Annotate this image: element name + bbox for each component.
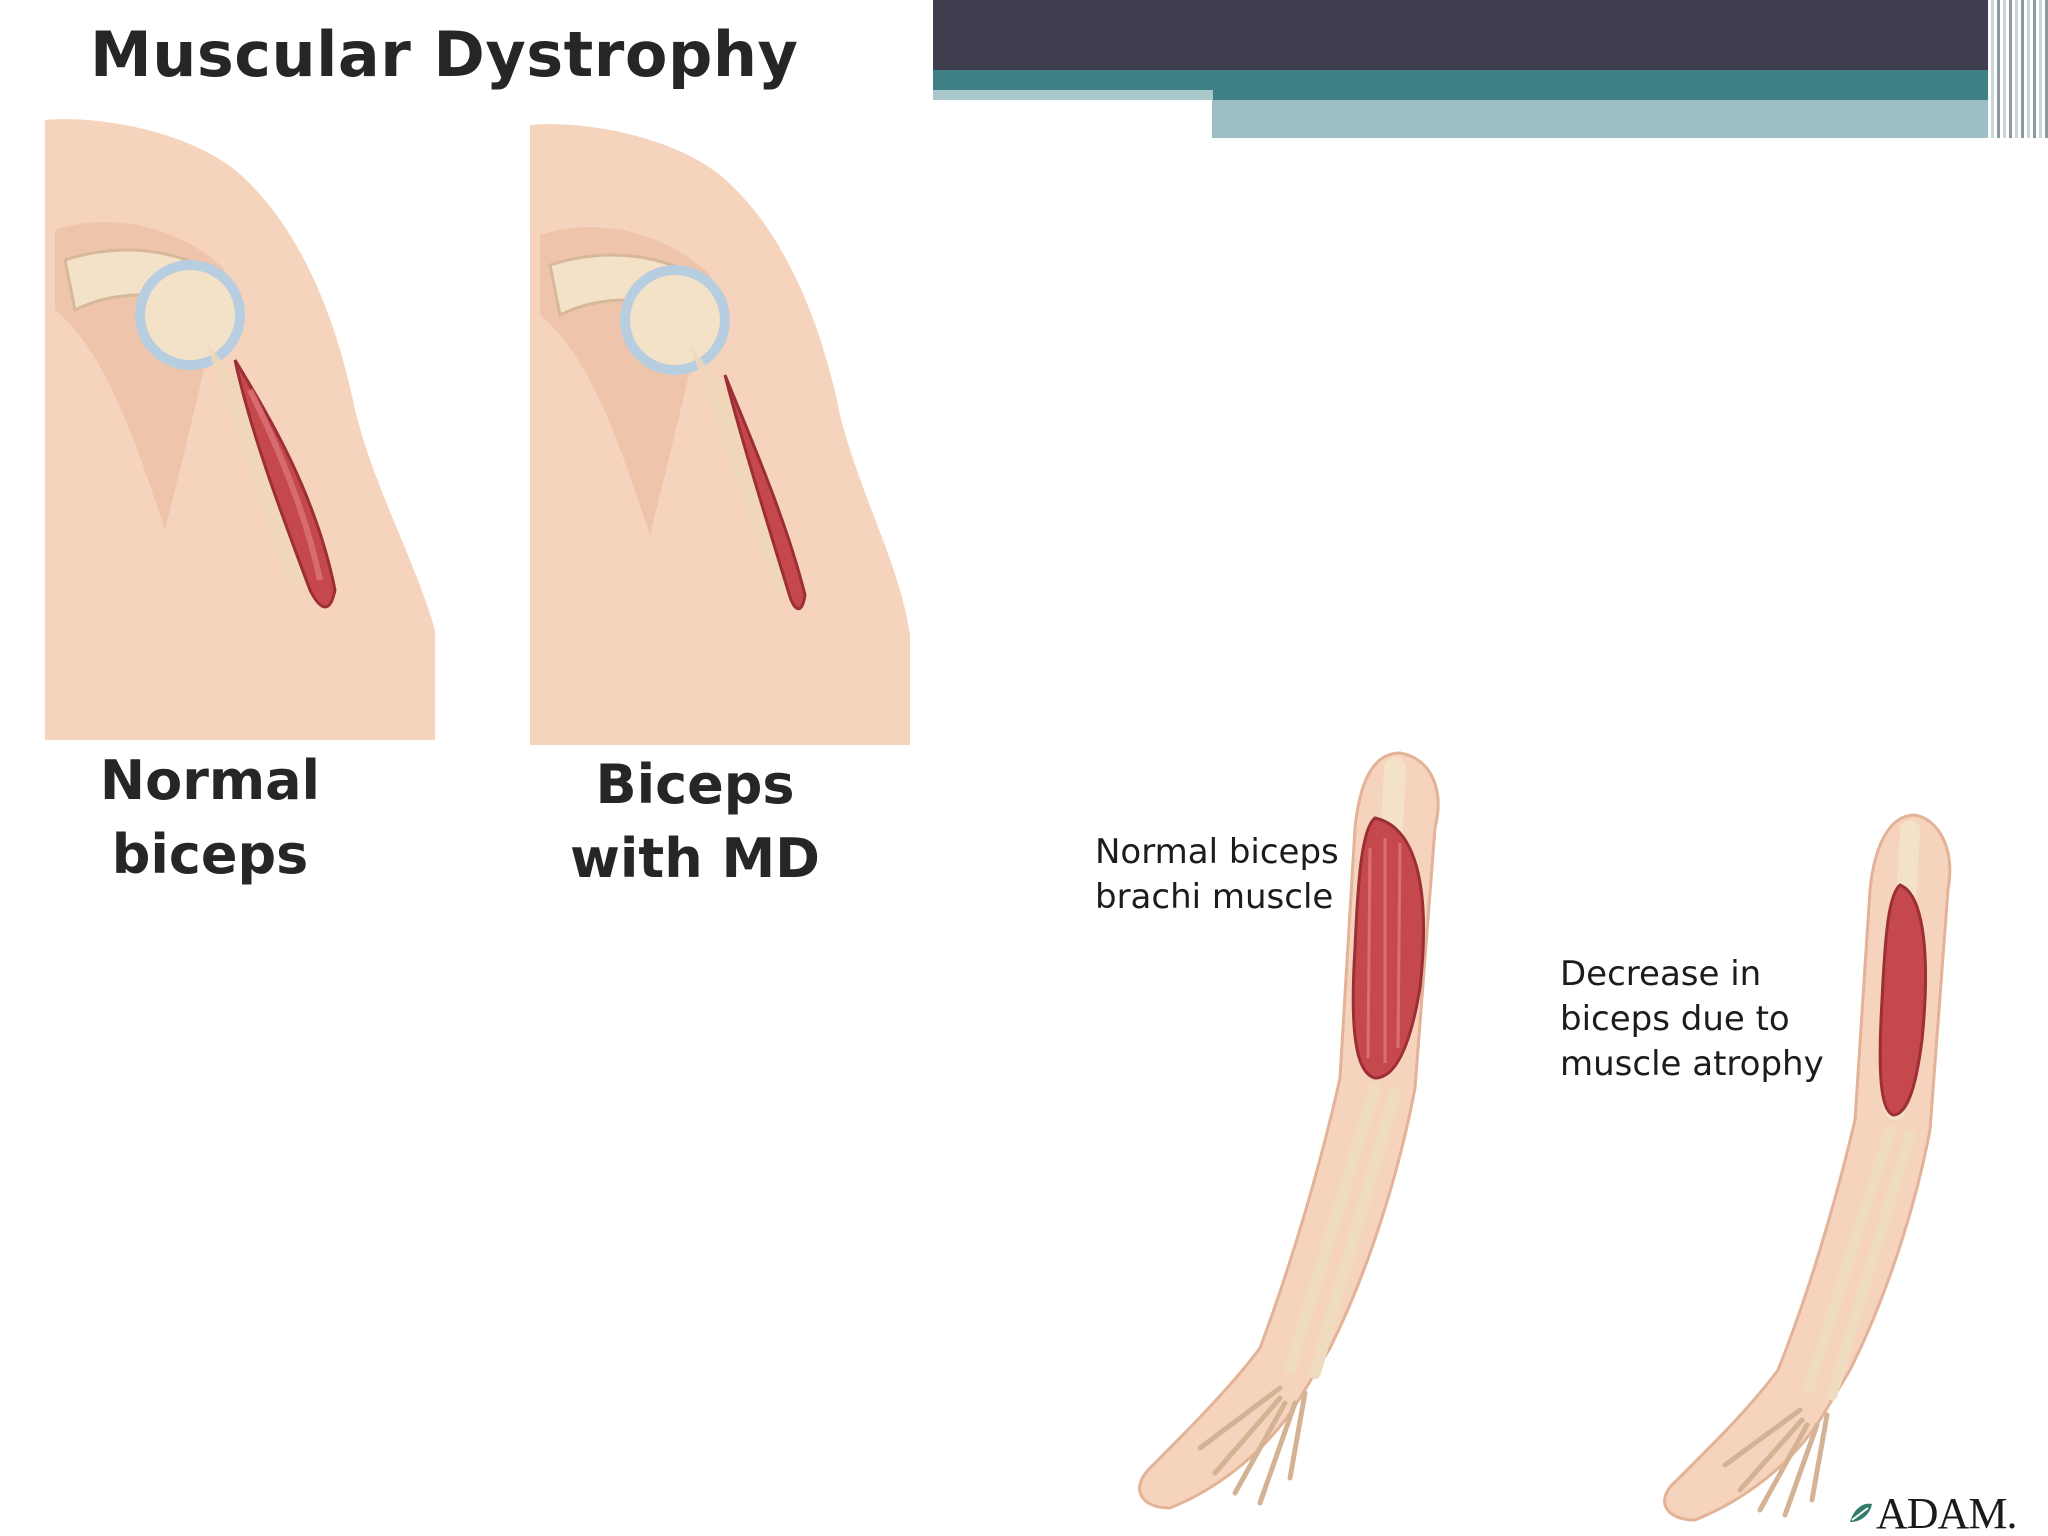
label-atrophy-line3: muscle atrophy: [1560, 1044, 1824, 1084]
caption-md-line1: Biceps: [595, 753, 795, 816]
hand-bones: [1197, 1385, 1308, 1506]
label-normal-line2: brachi muscle: [1095, 877, 1334, 917]
forearm-bones: [1284, 1082, 1401, 1379]
slide-title: Muscular Dystrophy: [90, 18, 799, 91]
hand-bones: [1722, 1407, 1830, 1518]
arm-silhouette: [530, 124, 910, 746]
adam-logo: ADAM.: [1848, 1488, 2017, 1536]
header-bar-dark: [933, 0, 2048, 70]
humerus-shaft: [690, 345, 795, 595]
caption-normal-biceps: Normal biceps: [60, 744, 360, 892]
caption-md-line2: with MD: [569, 827, 820, 890]
muscle-highlight: [247, 388, 323, 581]
md-biceps-illustration: [530, 124, 910, 746]
header-bar-accent: [933, 90, 1213, 100]
forearm-bones: [1802, 1124, 1916, 1401]
arm-outline: [1663, 813, 1952, 1522]
caption-normal-line1: Normal: [99, 749, 321, 812]
atrophied-arm-illustration: [1663, 813, 1952, 1522]
normal-arm-illustration: [1138, 751, 1440, 1510]
label-atrophy-line2: biceps due to: [1560, 999, 1790, 1039]
adam-logo-text: ADAM.: [1876, 1489, 2017, 1536]
header-bar-light: [1212, 100, 2048, 138]
atrophied-biceps-muscle: [1878, 883, 1928, 1117]
atrophied-biceps-muscle: [723, 374, 807, 611]
normal-biceps-illustration: [45, 119, 435, 741]
caption-biceps-with-md: Biceps with MD: [530, 748, 860, 896]
humerus-head: [620, 265, 730, 375]
humerus-head: [135, 260, 245, 370]
label-normal-line1: Normal biceps: [1095, 832, 1339, 872]
humerus-shaft: [205, 340, 310, 590]
label-muscle-atrophy: Decrease in biceps due to muscle atrophy: [1560, 952, 1890, 1087]
caption-normal-line2: biceps: [111, 823, 309, 886]
header-stripes: [1988, 0, 2048, 138]
muscle-striations: [1366, 838, 1402, 1063]
label-atrophy-line1: Decrease in: [1560, 954, 1762, 994]
adam-leaf-icon: [1850, 1503, 1872, 1522]
label-normal-biceps-brachi: Normal biceps brachi muscle: [1095, 830, 1395, 920]
